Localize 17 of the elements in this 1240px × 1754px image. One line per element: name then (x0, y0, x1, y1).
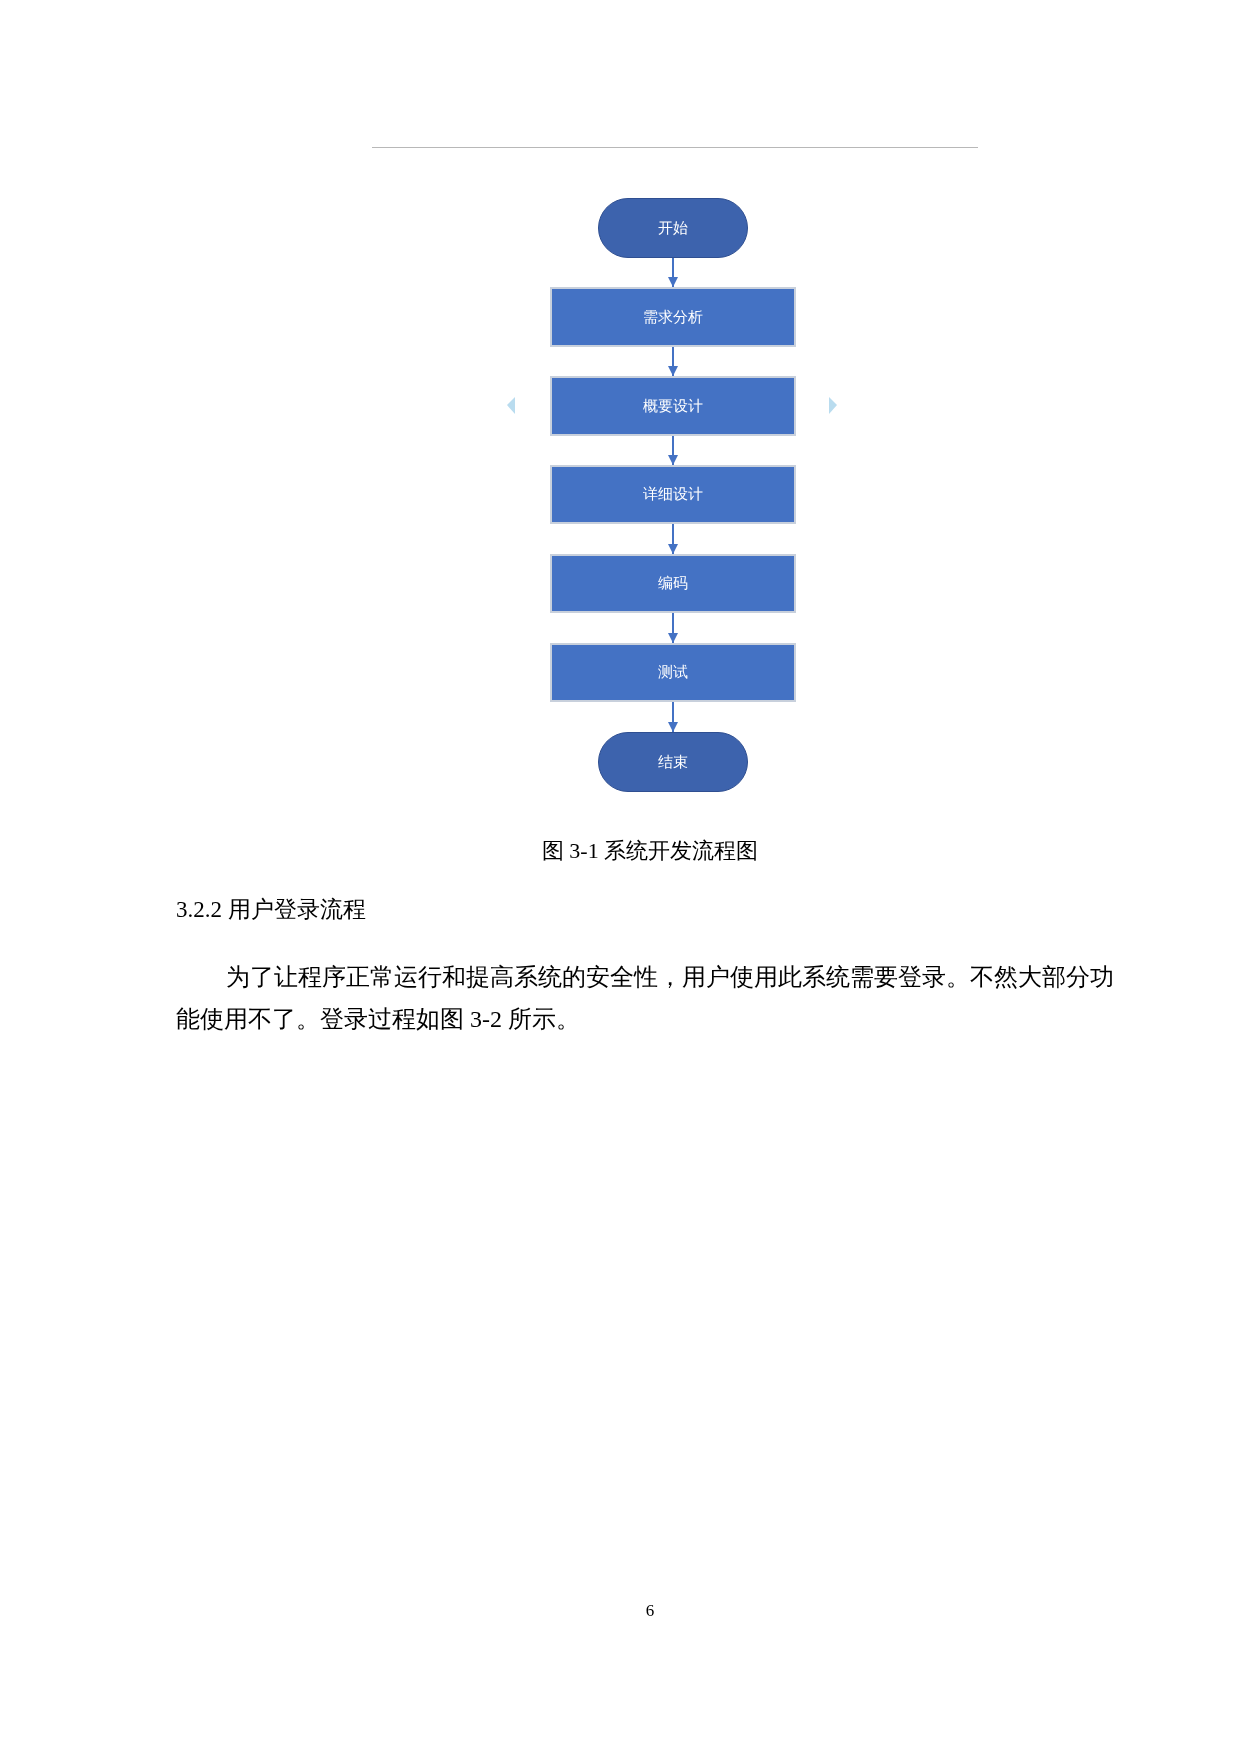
process-box: 概要设计 (550, 376, 796, 436)
body-paragraph: 为了让程序正常运行和提高系统的安全性，用户使用此系统需要登录。不然大部分功能使用不了。登录过程如图 3-2 所示。 (176, 963, 1115, 1034)
process-box: 测试 (550, 643, 796, 702)
terminator-node: 结束 (598, 732, 748, 792)
process-box: 编码 (550, 554, 796, 613)
figure-caption: 图 3-1 系统开发流程图 (540, 837, 760, 865)
arrow (668, 612, 678, 644)
page-number: 6 (644, 1600, 656, 1622)
section-heading: 3.2.2 用户登录流程 (176, 896, 366, 924)
arrow (668, 435, 678, 466)
terminator-node: 开始 (598, 198, 748, 258)
arrow (668, 701, 678, 733)
arrow (668, 523, 678, 555)
arrow (668, 257, 678, 288)
process-box: 详细设计 (550, 465, 796, 524)
process-box: 需求分析 (550, 287, 796, 347)
arrow (668, 346, 678, 377)
